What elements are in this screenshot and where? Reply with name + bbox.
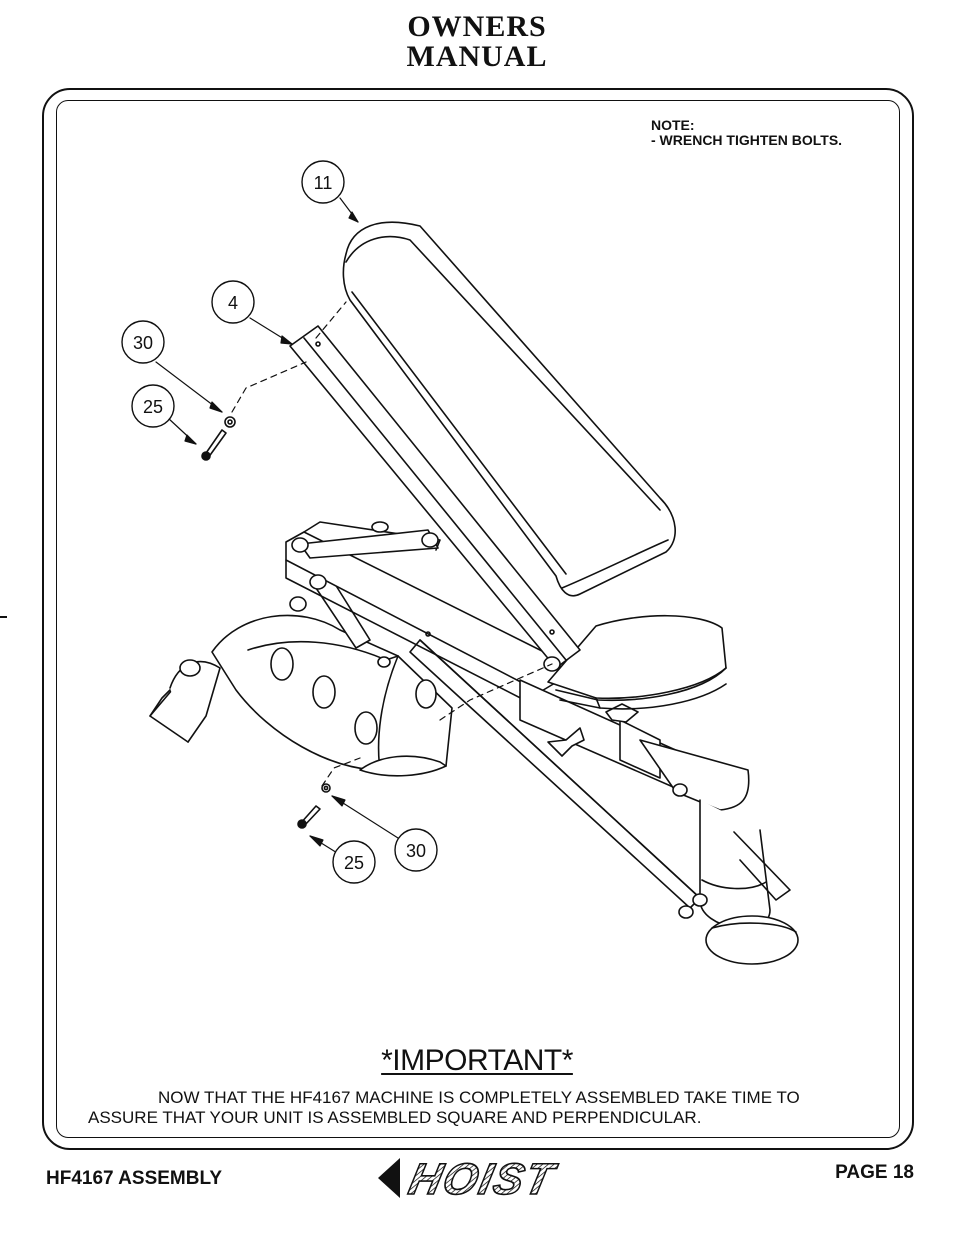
logo-text: HOIST bbox=[405, 1155, 562, 1203]
assembly-guides bbox=[231, 301, 553, 787]
page-number: PAGE 18 bbox=[835, 1162, 914, 1183]
back-support-rail bbox=[289, 325, 581, 672]
important-message: NOW THAT THE HF4167 MACHINE IS COMPLETEL… bbox=[88, 1088, 888, 1128]
important-title: *IMPORTANT* bbox=[381, 1044, 573, 1077]
callout-30-bottom: 30 bbox=[406, 841, 426, 861]
callout-11: 11 bbox=[314, 173, 333, 193]
inner-frame bbox=[56, 100, 900, 1138]
hoist-logo-icon: HOIST bbox=[378, 1155, 562, 1205]
important-line-1: NOW THAT THE HF4167 MACHINE IS COMPLETEL… bbox=[158, 1088, 800, 1107]
hardware bbox=[201, 416, 331, 829]
callout-25-bottom: 25 bbox=[344, 853, 364, 873]
main-frame bbox=[285, 521, 561, 709]
manual-title-line2: MANUAL bbox=[406, 40, 548, 73]
callout-circles bbox=[121, 160, 438, 884]
callout-30-top: 30 bbox=[133, 333, 153, 353]
manual-title-line1: OWNERS bbox=[407, 10, 547, 43]
manual-title: OWNERS MANUAL bbox=[0, 12, 954, 72]
note-heading: NOTE: bbox=[651, 117, 695, 133]
bench-assembly-diagram: 11 4 30 25 30 25 bbox=[121, 160, 799, 965]
callout-4: 4 bbox=[228, 293, 238, 313]
seat-pad bbox=[547, 614, 727, 710]
adjuster-plate bbox=[211, 614, 453, 777]
back-pad bbox=[342, 221, 676, 597]
footer-assembly-label: HF4167 ASSEMBLY bbox=[46, 1168, 222, 1189]
note-box: NOTE: - WRENCH TIGHTEN BOLTS. bbox=[651, 118, 842, 148]
note-text: - WRENCH TIGHTEN BOLTS. bbox=[651, 132, 843, 148]
left-foot bbox=[149, 659, 221, 743]
important-heading: *IMPORTANT* bbox=[0, 1044, 954, 1078]
callout-25-top: 25 bbox=[143, 397, 163, 417]
outer-frame bbox=[42, 88, 914, 1150]
leader-lines bbox=[155, 197, 399, 857]
margin-mark bbox=[0, 616, 7, 618]
important-line-2: ASSURE THAT YOUR UNIT IS ASSEMBLED SQUAR… bbox=[88, 1108, 702, 1127]
front-upright bbox=[519, 679, 799, 965]
